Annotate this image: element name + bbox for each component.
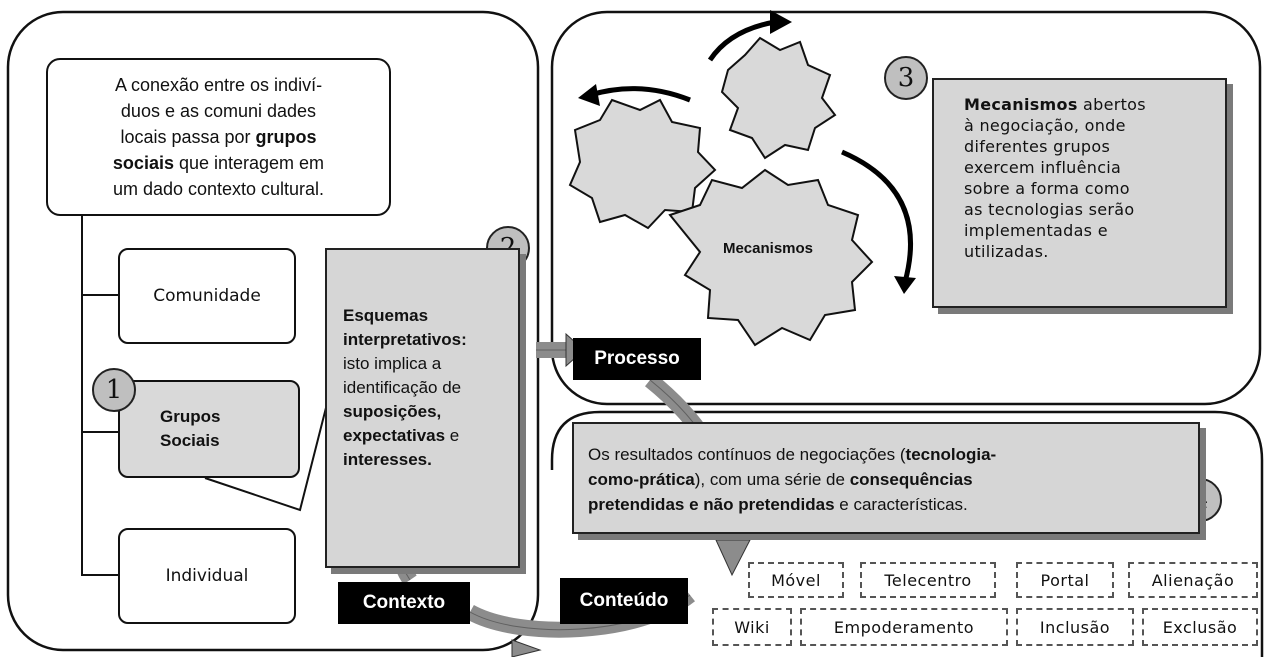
tag-movel: Móvel	[748, 562, 844, 598]
label-conteudo-text: Conteúdo	[579, 590, 669, 611]
intro-line-1: A conexão entre os indiví-	[114, 75, 323, 95]
tree-connector	[81, 215, 118, 576]
number-badge-1: 1	[92, 368, 136, 412]
curved-arrow-right	[841, 149, 914, 283]
mechanisms-line-6: as tecnologias serão	[964, 200, 1135, 219]
schemes-line-3: isto implica a	[343, 354, 442, 373]
number-3: 3	[897, 63, 915, 93]
tag-inclusao-text: Inclusão	[1039, 617, 1111, 637]
mechanisms-line-5: sobre a forma como	[964, 179, 1130, 198]
results-box: Os resultados contínuos de negociações (…	[572, 422, 1200, 534]
intro-line-4: que interagem em	[173, 153, 325, 173]
results-line-2-bold-2: consequências	[849, 470, 973, 489]
cycle-arrowhead-conteudo	[715, 539, 751, 577]
results-line-1: Os resultados contínuos de negociações (	[588, 445, 906, 464]
mechanisms-line-1: abertos	[1077, 95, 1146, 114]
label-processo: Processo	[573, 338, 701, 380]
schemes-line-5: suposições,	[343, 402, 442, 421]
gear-left-icon	[568, 98, 717, 230]
intro-line-4-bold: sociais	[112, 153, 174, 173]
mechanisms-box: Mecanismos abertos à negociação, onde di…	[932, 78, 1227, 308]
schemes-line-6: expectativas	[343, 426, 446, 445]
schemes-line-4: identificação de	[343, 378, 462, 397]
cycle-arrowhead-bottom	[511, 639, 542, 657]
results-line-3-bold: pretendidas e não pretendidas	[588, 495, 835, 514]
tag-telecentro-text: Telecentro	[884, 570, 972, 590]
tag-alienacao: Alienação	[1128, 562, 1258, 598]
results-line-2-bold: como-prática	[588, 470, 695, 489]
level-individual: Individual	[118, 528, 296, 624]
intro-line-3: locais passa por	[120, 127, 256, 147]
label-conteudo: Conteúdo	[560, 578, 688, 624]
intro-line-3-bold: grupos	[255, 127, 317, 147]
level-groups-line1: Grupos	[160, 407, 221, 426]
tag-wiki-text: Wiki	[734, 617, 770, 637]
intro-line-5: um dado contexto cultural.	[112, 179, 325, 199]
tag-wiki: Wiki	[712, 608, 792, 646]
level-individual-label: Individual	[165, 566, 249, 586]
mechanisms-line-3: diferentes grupos	[964, 137, 1111, 156]
mechanisms-line-7: implementadas e	[964, 221, 1108, 240]
gear-top-icon	[720, 36, 837, 160]
tag-portal-text: Portal	[1040, 570, 1090, 590]
tag-portal: Portal	[1016, 562, 1114, 598]
schemes-line-2: interpretativos:	[343, 330, 467, 349]
mechanisms-line-2: à negociação, onde	[964, 116, 1126, 135]
schemes-line-6-rest: e	[445, 426, 460, 445]
curved-arrow-top-head	[770, 10, 792, 34]
level-social-groups: Grupos Sociais	[118, 380, 300, 478]
tag-empoderamento: Empoderamento	[800, 608, 1008, 646]
label-processo-text: Processo	[594, 348, 680, 369]
tag-exclusao: Exclusão	[1142, 608, 1258, 646]
top-right-panel-frame	[550, 10, 1262, 406]
curved-arrow-left-head	[578, 84, 600, 106]
tag-empoderamento-text: Empoderamento	[833, 617, 975, 637]
schemes-line-7: interesses.	[343, 450, 432, 469]
label-contexto: Contexto	[338, 582, 470, 624]
results-line-2: ), com uma série de	[694, 470, 850, 489]
intro-text-box: A conexão entre os indiví- duos e as com…	[46, 58, 391, 216]
bottom-right-panel-frame	[550, 410, 1264, 657]
level-community: Comunidade	[118, 248, 296, 344]
tag-movel-text: Móvel	[771, 570, 821, 590]
mechanisms-line-4: exercem influência	[964, 158, 1122, 177]
tag-exclusao-text: Exclusão	[1162, 617, 1238, 637]
schemes-line-1: Esquemas	[343, 306, 429, 325]
number-1: 1	[105, 375, 123, 405]
mechanisms-line-8: utilizadas.	[964, 242, 1049, 261]
results-line-1-bold: tecnologia-	[905, 445, 997, 464]
tag-telecentro: Telecentro	[860, 562, 996, 598]
left-panel-frame	[6, 10, 540, 652]
label-contexto-text: Contexto	[362, 592, 446, 613]
intro-line-2: duos e as comuni dades	[120, 101, 317, 121]
level-groups-line2: Sociais	[160, 431, 220, 450]
mechanisms-bold: Mecanismos	[964, 95, 1078, 114]
gear-label-text: Mecanismos	[722, 240, 814, 257]
tag-alienacao-text: Alienação	[1151, 570, 1235, 590]
gear-label: Mecanismos	[708, 240, 828, 257]
curved-arrow-top	[707, 19, 776, 62]
schemes-box: Esquemas interpretativos: isto implica a…	[325, 248, 520, 568]
curved-arrow-left	[589, 86, 691, 103]
callout-pointer	[204, 391, 331, 512]
gear-big-icon	[668, 168, 874, 347]
level-community-label: Comunidade	[153, 286, 261, 306]
results-line-3: e características.	[834, 495, 968, 514]
tag-inclusao: Inclusão	[1016, 608, 1134, 646]
curved-arrow-right-head	[894, 276, 916, 294]
number-badge-3: 3	[884, 56, 928, 100]
